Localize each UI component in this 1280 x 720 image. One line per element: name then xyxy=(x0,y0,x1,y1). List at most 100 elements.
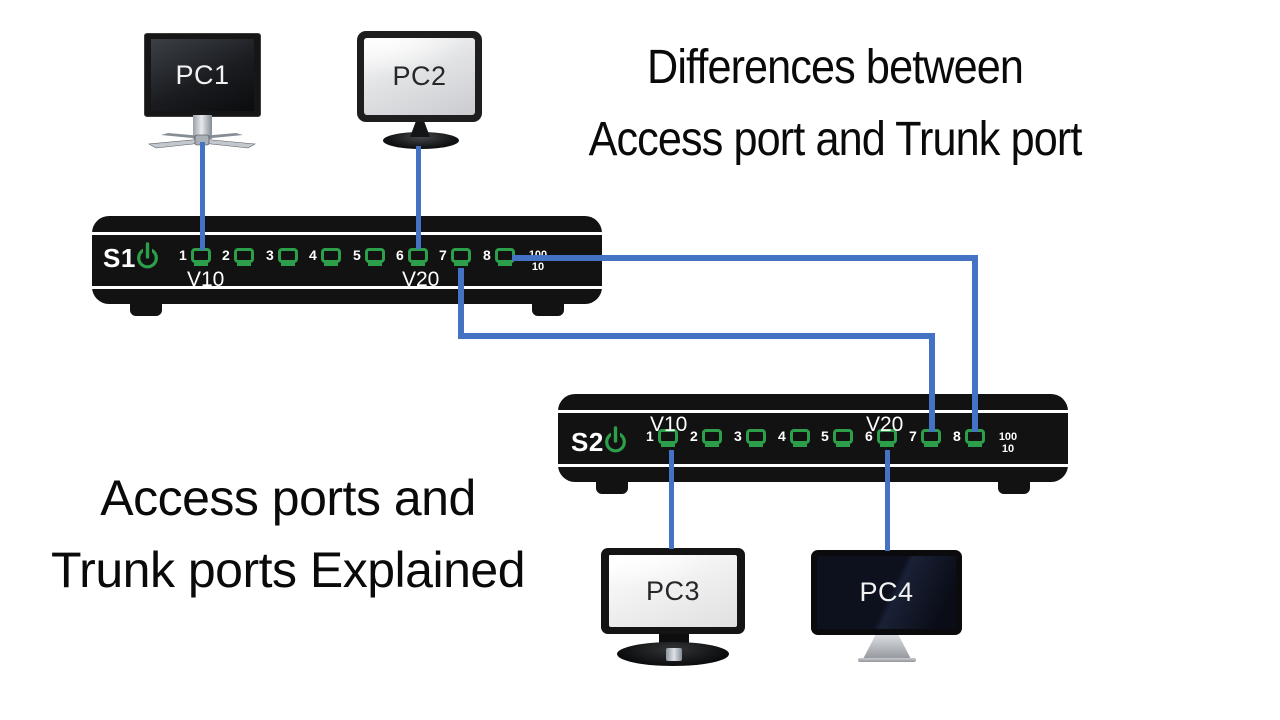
port-number: 7 xyxy=(439,247,447,263)
pc3-monitor: PC3 xyxy=(601,548,745,668)
switch-name-label: S1 xyxy=(103,243,136,273)
port-led-icon xyxy=(789,429,810,447)
vlan-label-v10: V10 xyxy=(650,413,688,436)
switch-port: 7 xyxy=(439,247,471,266)
port-led-icon xyxy=(450,248,471,266)
cable-s1-port7-vertical xyxy=(458,268,464,339)
switch-port: 2 xyxy=(222,247,254,266)
pc4-monitor: PC4 xyxy=(811,550,962,665)
speed-label: 100 10 xyxy=(992,431,1024,455)
vlan-label-v20: V20 xyxy=(866,413,904,436)
monitor-star-base xyxy=(148,133,256,149)
port-number: 7 xyxy=(909,428,917,444)
switch-port: 7 xyxy=(909,428,941,447)
port-number: 1 xyxy=(646,428,654,444)
stand-base-lip xyxy=(858,658,916,662)
port-number: 6 xyxy=(865,428,873,444)
power-icon xyxy=(137,242,158,269)
switch-s2: S2 1 2 3 4 5 6 7 8 V10 V20 100 10 xyxy=(558,394,1068,494)
caption-line-1: Access ports and xyxy=(100,470,476,526)
cable-s2-port8-vertical xyxy=(972,255,978,432)
cable-s1-port8-horizontal xyxy=(512,255,978,261)
monitor-screen: PC2 xyxy=(364,38,475,115)
port-number: 2 xyxy=(222,247,230,263)
speed-10: 10 xyxy=(1001,443,1015,455)
switch-port: 5 xyxy=(821,428,853,447)
port-number: 6 xyxy=(396,247,404,263)
port-led-icon xyxy=(277,248,298,266)
pc1-monitor: PC1 xyxy=(144,33,261,149)
cable-s2-port7-vertical xyxy=(929,333,935,432)
switch-port: 1 xyxy=(646,428,678,447)
power-icon xyxy=(605,426,626,453)
monitor-base xyxy=(383,132,459,149)
cable-pc1-to-s1-port1 xyxy=(200,142,205,250)
port-number: 4 xyxy=(778,428,786,444)
switch-port: 4 xyxy=(309,247,341,266)
pc2-monitor: PC2 xyxy=(357,31,482,151)
switch-port: 8 xyxy=(953,428,985,447)
cable-s2-port1-to-pc3 xyxy=(669,450,674,549)
port-number: 8 xyxy=(953,428,961,444)
pc-label: PC4 xyxy=(859,577,914,607)
switch-port: 3 xyxy=(266,247,298,266)
port-led-icon xyxy=(832,429,853,447)
port-led-icon xyxy=(190,248,211,266)
panel-stripe xyxy=(558,464,1068,467)
monitor-stand xyxy=(193,115,212,139)
port-number: 4 xyxy=(309,247,317,263)
switch-foot xyxy=(130,298,162,316)
pc-label: PC3 xyxy=(645,575,701,606)
monitor-frame: PC3 xyxy=(601,548,745,634)
switch-foot xyxy=(596,476,628,494)
monitor-screen: PC4 xyxy=(817,556,956,629)
monitor-screen: PC3 xyxy=(609,555,737,627)
switch-foot xyxy=(998,476,1030,494)
port-led-icon xyxy=(745,429,766,447)
switch-port: 6 xyxy=(396,247,428,266)
cable-s1-port7-horizontal xyxy=(458,333,935,339)
monitor-screen: PC1 xyxy=(151,39,254,111)
switch-port: 8 xyxy=(483,247,515,266)
switch-port: 1 xyxy=(179,247,211,266)
monitor-frame: PC2 xyxy=(357,31,482,122)
title-line-2: Access port and Trunk port xyxy=(588,113,1083,166)
cable-pc2-to-s1-port6 xyxy=(416,146,421,249)
port-led-icon xyxy=(876,429,897,447)
monitor-stand xyxy=(410,122,430,137)
pc-label: PC2 xyxy=(392,61,447,91)
speed-label: 100 10 xyxy=(522,249,554,273)
vlan-label-v10: V10 xyxy=(187,268,225,291)
port-number: 5 xyxy=(821,428,829,444)
switch-port: 4 xyxy=(778,428,810,447)
switch-foot xyxy=(532,298,564,316)
panel-stripe xyxy=(558,410,1068,413)
pc-label: PC1 xyxy=(175,59,230,90)
port-led-icon xyxy=(701,429,722,447)
port-number: 3 xyxy=(734,428,742,444)
switch-port: 6 xyxy=(865,428,897,447)
port-number: 2 xyxy=(690,428,698,444)
panel-stripe xyxy=(92,286,602,289)
switch-port: 2 xyxy=(690,428,722,447)
caption-line-2: Trunk ports Explained xyxy=(51,542,526,598)
main-title: Differences between Access port and Trun… xyxy=(535,32,1135,176)
port-led-icon xyxy=(407,248,428,266)
speed-100: 100 xyxy=(998,431,1018,443)
port-led-icon xyxy=(233,248,254,266)
switch-name-label: S2 xyxy=(571,427,604,457)
bottom-caption: Access ports and Trunk ports Explained xyxy=(10,462,566,606)
vlan-label-v20: V20 xyxy=(402,268,440,291)
speed-10: 10 xyxy=(531,261,545,273)
port-led-icon xyxy=(320,248,341,266)
switch-port: 3 xyxy=(734,428,766,447)
port-led-icon xyxy=(364,248,385,266)
port-number: 3 xyxy=(266,247,274,263)
switch-port: 5 xyxy=(353,248,385,266)
port-number: 1 xyxy=(179,247,187,263)
port-number: 8 xyxy=(483,247,491,263)
monitor-frame: PC1 xyxy=(144,33,261,117)
panel-stripe xyxy=(92,232,602,235)
port-led-icon xyxy=(657,429,678,447)
